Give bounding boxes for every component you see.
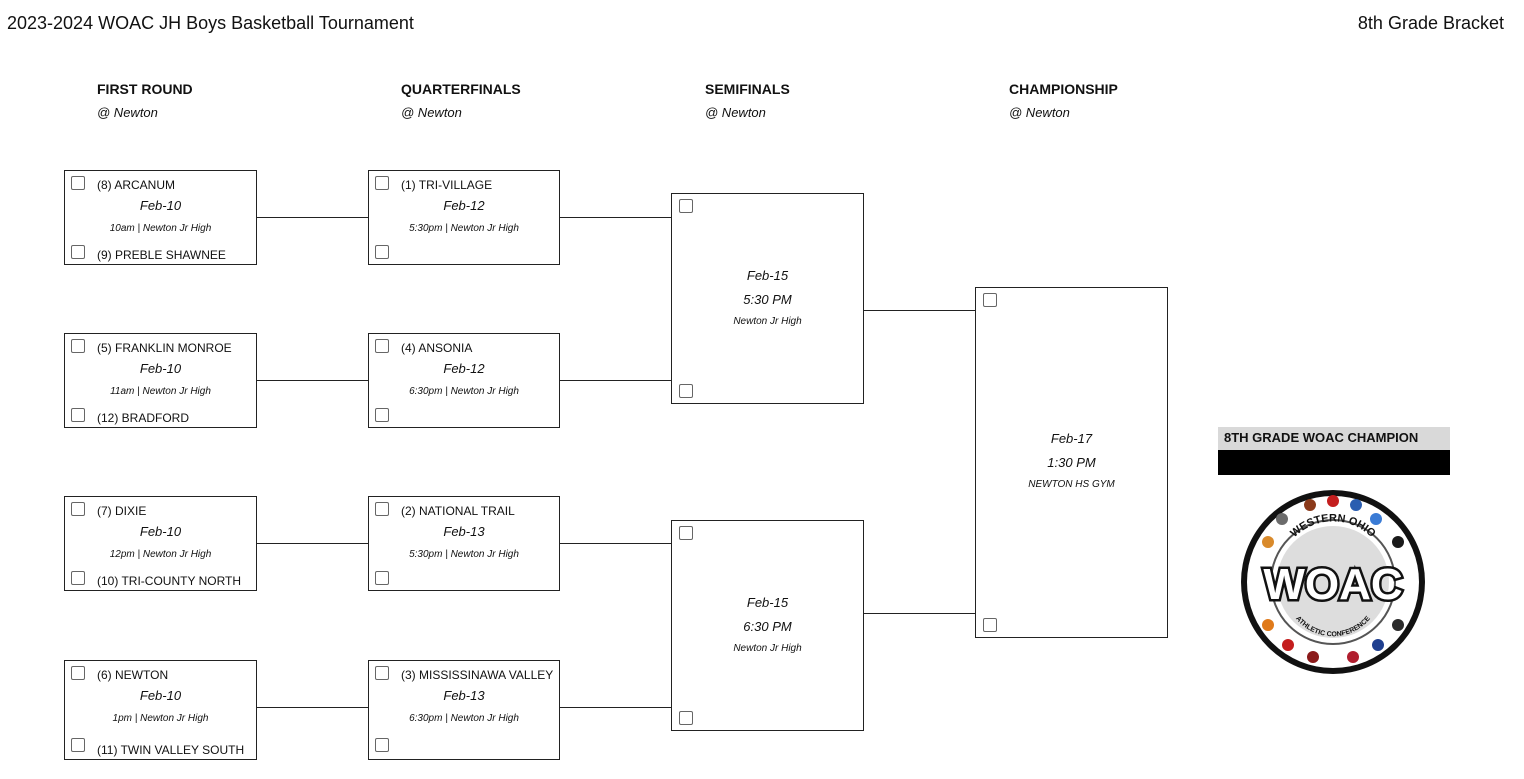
advance-checkbox[interactable] <box>71 245 85 259</box>
advance-checkbox[interactable] <box>71 571 85 585</box>
game-venue: Newton Jr High <box>733 643 802 654</box>
advance-checkbox[interactable] <box>71 738 85 752</box>
advance-checkbox[interactable] <box>679 384 693 398</box>
team-marks <box>1262 495 1404 663</box>
team-bottom: (11) TWIN VALLEY SOUTH <box>97 743 245 757</box>
team-bottom: (10) TRI-COUNTY NORTH <box>97 574 242 588</box>
bracket-subtitle: 8th Grade Bracket <box>1357 13 1504 33</box>
round-location-semifinals: @ Newton <box>705 105 766 120</box>
game-detail: 5:30pm | Newton Jr High <box>409 549 519 560</box>
first-round-game-1: (8) ARCANUM Feb-10 10am | Newton Jr High… <box>64 170 257 265</box>
advance-checkbox[interactable] <box>375 502 389 516</box>
round-header-championship: CHAMPIONSHIP <box>1009 81 1118 97</box>
advance-checkbox[interactable] <box>375 176 389 190</box>
championship-game: Feb-17 1:30 PM NEWTON HS GYM <box>975 287 1168 638</box>
round-location-quarterfinals: @ Newton <box>401 105 462 120</box>
game-date: Feb-12 <box>443 198 485 213</box>
advance-checkbox[interactable] <box>71 502 85 516</box>
round-header-quarterfinals: QUARTERFINALS <box>401 81 521 97</box>
game-date: Feb-10 <box>139 524 182 539</box>
game-detail: 1pm | Newton Jr High <box>112 713 209 724</box>
advance-checkbox[interactable] <box>71 339 85 353</box>
first-round-game-2: (5) FRANKLIN MONROE Feb-10 11am | Newton… <box>64 333 257 428</box>
advance-checkbox[interactable] <box>679 526 693 540</box>
connector-line <box>257 217 368 218</box>
game-date: Feb-10 <box>139 198 182 213</box>
advance-checkbox[interactable] <box>375 408 389 422</box>
logo-main-text: WOAC <box>1263 560 1402 609</box>
advance-checkbox[interactable] <box>375 738 389 752</box>
round-header-semifinals: SEMIFINALS <box>705 81 790 97</box>
semifinal-game-1: Feb-15 5:30 PM Newton Jr High <box>671 193 864 404</box>
first-round-game-3: (7) DIXIE Feb-10 12pm | Newton Jr High (… <box>64 496 257 591</box>
advance-checkbox[interactable] <box>375 666 389 680</box>
advance-checkbox[interactable] <box>71 408 85 422</box>
team-top: (2) NATIONAL TRAIL <box>401 504 515 518</box>
team-top: (6) NEWTON <box>97 668 169 682</box>
first-round-game-4: (6) NEWTON Feb-10 1pm | Newton Jr High (… <box>64 660 257 760</box>
game-detail: 12pm | Newton Jr High <box>109 549 212 560</box>
game-detail: 6:30pm | Newton Jr High <box>409 713 519 724</box>
quarterfinal-game-4: (3) MISSISSINAWA VALLEY Feb-13 6:30pm | … <box>368 660 560 760</box>
game-venue: NEWTON HS GYM <box>1028 479 1115 490</box>
round-header-first: FIRST ROUND <box>97 81 193 97</box>
connector-line <box>560 543 671 544</box>
game-date: Feb-13 <box>443 688 485 703</box>
advance-checkbox[interactable] <box>679 199 693 213</box>
quarterfinal-game-3: (2) NATIONAL TRAIL Feb-13 5:30pm | Newto… <box>368 496 560 591</box>
connector-line <box>257 380 368 381</box>
game-date: Feb-15 <box>746 268 789 283</box>
advance-checkbox[interactable] <box>983 293 997 307</box>
page-title: 2023-2024 WOAC JH Boys Basketball Tourna… <box>7 13 414 33</box>
game-time: 6:30 PM <box>743 619 792 634</box>
team-top: (8) ARCANUM <box>97 178 176 192</box>
connector-line <box>864 613 975 614</box>
round-location-championship: @ Newton <box>1009 105 1070 120</box>
game-date: Feb-10 <box>139 688 182 703</box>
connector-line <box>257 543 368 544</box>
game-time: 1:30 PM <box>1047 455 1096 470</box>
game-venue: Newton Jr High <box>733 316 802 327</box>
game-date: Feb-10 <box>139 361 182 376</box>
advance-checkbox[interactable] <box>375 339 389 353</box>
advance-checkbox[interactable] <box>71 666 85 680</box>
advance-checkbox[interactable] <box>983 618 997 632</box>
connector-line <box>560 707 671 708</box>
game-detail: 11am | Newton Jr High <box>110 386 211 397</box>
champion-field[interactable] <box>1218 450 1450 475</box>
game-date: Feb-13 <box>443 524 485 539</box>
quarterfinal-game-2: (4) ANSONIA Feb-12 6:30pm | Newton Jr Hi… <box>368 333 560 428</box>
quarterfinal-game-1: (1) TRI-VILLAGE Feb-12 5:30pm | Newton J… <box>368 170 560 265</box>
game-date: Feb-15 <box>746 595 789 610</box>
advance-checkbox[interactable] <box>71 176 85 190</box>
round-location-first: @ Newton <box>97 105 158 120</box>
team-top: (1) TRI-VILLAGE <box>401 178 493 192</box>
team-bottom: (12) BRADFORD <box>97 411 190 425</box>
team-top: (5) FRANKLIN MONROE <box>97 341 232 355</box>
team-top: (4) ANSONIA <box>401 341 473 355</box>
connector-line <box>257 707 368 708</box>
game-detail: 6:30pm | Newton Jr High <box>409 386 519 397</box>
woac-logo: WESTERN OHIO WOAC ATHLETIC CONFERENCE <box>1241 490 1425 674</box>
game-time: 5:30 PM <box>743 292 792 307</box>
connector-line <box>864 310 975 311</box>
team-bottom: (9) PREBLE SHAWNEE <box>97 248 226 262</box>
game-date: Feb-12 <box>443 361 485 376</box>
game-detail: 10am | Newton Jr High <box>109 223 212 234</box>
advance-checkbox[interactable] <box>679 711 693 725</box>
game-detail: 5:30pm | Newton Jr High <box>409 223 519 234</box>
connector-line <box>560 217 671 218</box>
advance-checkbox[interactable] <box>375 245 389 259</box>
game-date: Feb-17 <box>1050 431 1093 446</box>
connector-line <box>560 380 671 381</box>
champion-label: 8TH GRADE WOAC CHAMPION <box>1218 427 1450 450</box>
semifinal-game-2: Feb-15 6:30 PM Newton Jr High <box>671 520 864 731</box>
team-top: (3) MISSISSINAWA VALLEY <box>401 668 554 682</box>
advance-checkbox[interactable] <box>375 571 389 585</box>
team-top: (7) DIXIE <box>97 504 147 518</box>
